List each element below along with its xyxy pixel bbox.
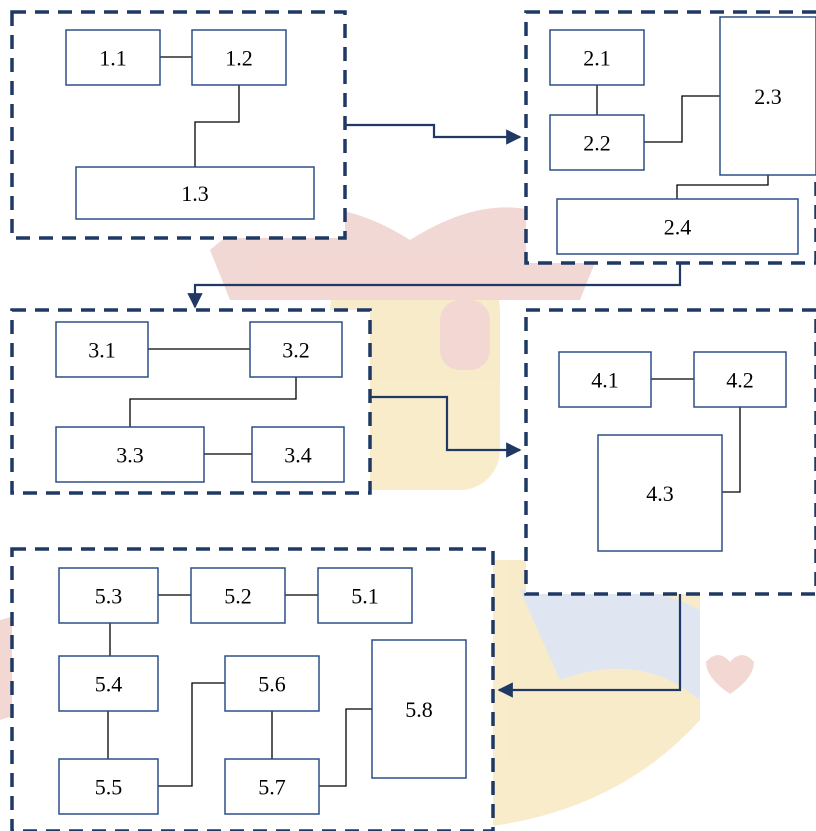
node-n3-2: 3.2 xyxy=(249,321,343,378)
link-n2-3-to-n2-4 xyxy=(676,175,769,199)
node-n4-2: 4.2 xyxy=(693,351,787,408)
node-box xyxy=(693,351,787,408)
node-box xyxy=(556,198,799,255)
node-box xyxy=(58,567,159,624)
node-label: 4.1 xyxy=(591,368,619,393)
node-label: 5.1 xyxy=(351,584,379,609)
watermark-lion xyxy=(520,583,700,700)
node-n4-3: 4.3 xyxy=(597,434,723,552)
node-box xyxy=(58,655,159,712)
node-box xyxy=(65,29,161,86)
link-n1-2-to-n1-3 xyxy=(194,85,240,167)
watermark-heart xyxy=(706,655,754,694)
flow-arrow-g1-to-g2 xyxy=(345,123,522,145)
node-n5-4: 5.4 xyxy=(58,655,159,712)
node-box xyxy=(251,426,345,483)
node-box xyxy=(58,758,159,815)
node-box xyxy=(55,321,149,378)
node-box xyxy=(371,639,467,779)
node-n2-1: 2.1 xyxy=(549,29,645,86)
node-label: 1.2 xyxy=(225,46,253,71)
node-n3-3: 3.3 xyxy=(55,426,205,483)
link-n5-5-to-n5-6 xyxy=(158,682,225,787)
node-label: 2.2 xyxy=(583,131,611,156)
node-box xyxy=(549,29,645,86)
flow-arrow-g2-to-g3 xyxy=(187,263,682,309)
node-box xyxy=(719,16,816,176)
link-n3-2-to-n3-3 xyxy=(129,377,297,427)
node-n5-2: 5.2 xyxy=(190,567,286,624)
node-label: 3.3 xyxy=(116,443,144,468)
node-label: 5.3 xyxy=(95,584,123,609)
node-n3-4: 3.4 xyxy=(251,426,345,483)
node-n5-7: 5.7 xyxy=(224,758,320,815)
node-box xyxy=(75,166,315,220)
node-n3-1: 3.1 xyxy=(55,321,149,378)
link-n4-2-to-n4-3 xyxy=(722,407,741,493)
node-n5-1: 5.1 xyxy=(317,567,413,624)
node-n5-5: 5.5 xyxy=(58,758,159,815)
node-box xyxy=(558,351,652,408)
link-n2-2-to-n2-3 xyxy=(644,95,720,143)
node-n2-2: 2.2 xyxy=(549,114,645,171)
node-label: 5.5 xyxy=(95,775,123,800)
flow-arrow-g3-to-g4 xyxy=(370,395,522,458)
node-label: 4.2 xyxy=(726,368,754,393)
link-n5-7-to-n5-8 xyxy=(319,708,372,787)
node-n1-3: 1.3 xyxy=(75,166,315,220)
node-n5-6: 5.6 xyxy=(224,655,320,712)
node-label: 5.7 xyxy=(258,775,286,800)
node-label: 2.3 xyxy=(754,84,782,109)
node-box xyxy=(224,655,320,712)
node-box xyxy=(55,426,205,483)
node-label: 5.8 xyxy=(405,697,433,722)
node-label: 2.4 xyxy=(664,215,692,240)
node-label: 3.4 xyxy=(284,443,312,468)
node-n5-8: 5.8 xyxy=(371,639,467,779)
node-box xyxy=(191,29,287,86)
node-label: 3.1 xyxy=(88,338,116,363)
node-box xyxy=(249,321,343,378)
node-n1-1: 1.1 xyxy=(65,29,161,86)
node-label: 5.2 xyxy=(224,584,252,609)
node-n1-2: 1.2 xyxy=(191,29,287,86)
node-box xyxy=(549,114,645,171)
node-box xyxy=(224,758,320,815)
node-n4-1: 4.1 xyxy=(558,351,652,408)
node-n2-4: 2.4 xyxy=(556,198,799,255)
node-label: 2.1 xyxy=(583,46,611,71)
node-label: 5.4 xyxy=(95,672,123,697)
flow-arrow-g4-to-g5 xyxy=(497,594,682,698)
node-label: 1.1 xyxy=(99,46,127,71)
node-n5-3: 5.3 xyxy=(58,567,159,624)
node-n2-3: 2.3 xyxy=(719,16,816,176)
node-box xyxy=(597,434,723,552)
watermark-jewel xyxy=(440,300,490,370)
node-label: 5.6 xyxy=(258,672,286,697)
node-label: 3.2 xyxy=(282,338,310,363)
node-label: 4.3 xyxy=(646,481,674,506)
node-box xyxy=(190,567,286,624)
node-box xyxy=(317,567,413,624)
node-label: 1.3 xyxy=(181,181,209,206)
